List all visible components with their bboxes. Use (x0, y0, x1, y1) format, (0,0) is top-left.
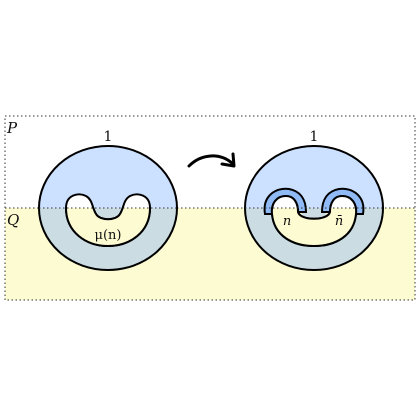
right-nbar-label: n̄ (335, 214, 343, 229)
left-figure-fill-top (39, 146, 177, 208)
region-q-label: Q (7, 211, 19, 229)
left-figure: 1 μ(n) (38, 129, 178, 271)
right-hole-q-tint (270, 208, 358, 248)
transition-arrow (187, 152, 236, 168)
left-figure-fill-bottom (39, 208, 177, 270)
left-hole-q-tint (64, 208, 152, 248)
right-top-label: 1 (310, 129, 319, 145)
left-top-label: 1 (104, 129, 113, 145)
region-p-label: P (6, 119, 18, 137)
arrow-head (220, 152, 236, 168)
right-n-label: n (283, 214, 291, 229)
left-inner-label: μ(n) (95, 228, 122, 243)
right-figure: 1 n n̄ (244, 129, 384, 271)
arrow-curve (187, 154, 235, 168)
right-figure-fill-bottom (245, 208, 383, 270)
